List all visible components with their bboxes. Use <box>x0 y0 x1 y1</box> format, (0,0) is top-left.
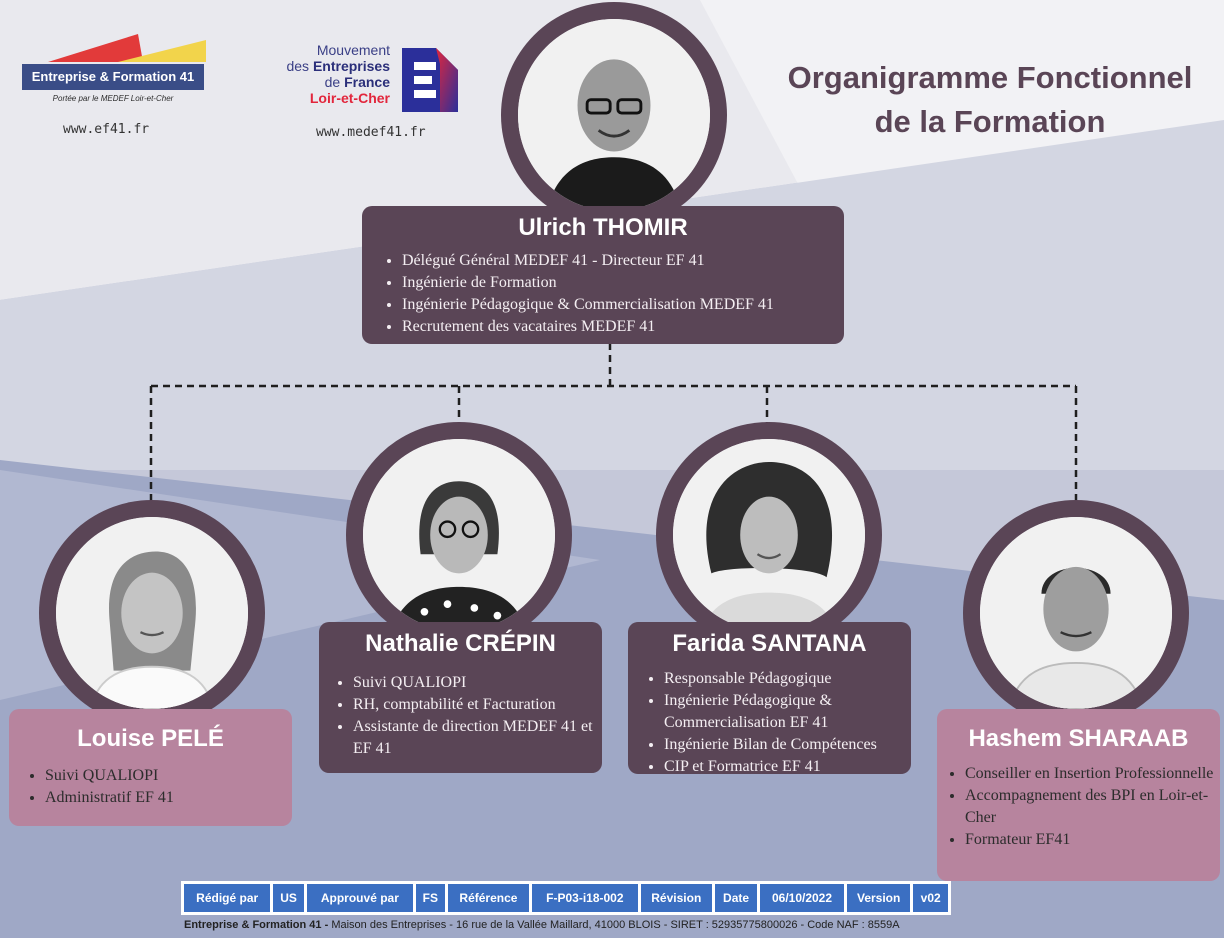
role-item: Ingénierie Pédagogique & Commercialisati… <box>664 690 911 734</box>
role-item: Formateur EF41 <box>965 829 1214 851</box>
footer-address: Entreprise & Formation 41 - Maison des E… <box>184 919 1044 931</box>
table-row: Rédigé par US Approuvé par FS Référence … <box>184 884 948 912</box>
table-cell: Révision <box>640 884 713 912</box>
role-item: Ingénierie Bilan de Compétences <box>664 734 911 756</box>
man-portrait-icon <box>980 517 1172 709</box>
medef-logo-line2-b: Entreprises <box>312 58 390 74</box>
woman-portrait-icon <box>673 439 865 631</box>
table-cell: v02 <box>913 884 948 912</box>
man-portrait-icon <box>518 19 710 211</box>
table-cell: Rédigé par <box>184 884 271 912</box>
card-ulrich-thomir: Ulrich THOMIR Délégué Général MEDEF 41 -… <box>362 206 844 344</box>
table-cell: FS <box>415 884 445 912</box>
role-item: Assistante de direction MEDEF 41 et EF 4… <box>353 716 602 760</box>
name-louise-pele: Louise PELÉ <box>77 725 224 752</box>
name-hashem-sharaab: Hashem SHARAAB <box>968 725 1189 752</box>
table-cell: 06/10/2022 <box>760 884 844 912</box>
role-item: Ingénierie de Formation <box>402 272 844 294</box>
medef-logo-text: Mouvement des Entreprises de France Loir… <box>286 42 390 106</box>
ef41-logo[interactable]: Entreprise & Formation 41 Portée par le … <box>18 32 208 112</box>
role-item: Délégué Général MEDEF 41 - Directeur EF … <box>402 250 844 272</box>
table-cell: Date <box>715 884 758 912</box>
medef-logo-line3-b: France <box>344 74 390 90</box>
ef41-logo-name: Entreprise & Formation 41 <box>22 64 204 90</box>
roles-nathalie-crepin: Suivi QUALIOPI RH, comptabilité et Factu… <box>319 672 602 760</box>
ef41-logo-stripes-icon <box>48 34 206 62</box>
woman-portrait-icon <box>56 517 248 709</box>
role-item: Recrutement des vacataires MEDEF 41 <box>402 316 844 338</box>
ef41-logo-tagline: Portée par le MEDEF Loir-et-Cher <box>52 94 174 103</box>
roles-hashem-sharaab: Conseiller en Insertion Professionnelle … <box>937 763 1220 851</box>
card-farida-santana: Farida SANTANA Responsable Pédagogique I… <box>628 622 911 775</box>
photo-ulrich-thomir <box>501 2 727 228</box>
card-louise-pele: Louise PELÉ Suivi QUALIOPI Administratif… <box>9 709 292 826</box>
table-cell: Référence <box>447 884 530 912</box>
role-item: Suivi QUALIOPI <box>45 765 292 787</box>
name-ulrich-thomir: Ulrich THOMIR <box>518 214 688 241</box>
role-item: RH, comptabilité et Facturation <box>353 694 602 716</box>
card-nathalie-crepin: Nathalie CRÉPIN Suivi QUALIOPI RH, compt… <box>319 622 602 773</box>
table-cell: Version <box>846 884 911 912</box>
role-item: CIP et Formatrice EF 41 <box>664 756 911 778</box>
role-item: Administratif EF 41 <box>45 787 292 809</box>
medef-logo-line2-a: des <box>286 58 313 74</box>
table-cell: F-P03-i18-002 <box>532 884 638 912</box>
page-title-line2: de la Formation <box>874 104 1106 139</box>
woman-portrait-icon <box>363 439 555 631</box>
medef-logo-line2: des Entreprises <box>286 58 390 74</box>
photo-farida-santana <box>656 422 882 648</box>
photo-hashem-sharaab <box>963 500 1189 726</box>
medef-logo-line1: Mouvement <box>316 42 390 58</box>
table-cell: US <box>273 884 304 912</box>
footer-org: Entreprise & Formation 41 - <box>184 919 332 931</box>
role-item: Conseiller en Insertion Professionnelle <box>965 763 1214 785</box>
page-title-line1: Organigramme Fonctionnel <box>787 60 1193 95</box>
roles-louise-pele: Suivi QUALIOPI Administratif EF 41 <box>9 765 292 809</box>
name-nathalie-crepin: Nathalie CRÉPIN <box>365 630 556 657</box>
photo-louise-pele <box>39 500 265 726</box>
photo-nathalie-crepin <box>346 422 572 648</box>
name-farida-santana: Farida SANTANA <box>672 630 867 657</box>
role-item: Ingénierie Pédagogique & Commercialisati… <box>402 294 844 316</box>
roles-ulrich-thomir: Délégué Général MEDEF 41 - Directeur EF … <box>362 250 844 338</box>
role-item: Suivi QUALIOPI <box>353 672 602 694</box>
table-cell: Approuvé par <box>306 884 413 912</box>
medef-logo-line3-a: de <box>324 74 345 90</box>
medef-e-mark-icon <box>402 48 458 112</box>
medef-website-link[interactable]: www.medef41.fr <box>316 125 426 140</box>
footer-address-text: Maison des Entreprises - 16 rue de la Va… <box>331 919 900 931</box>
role-item: Accompagnement des BPI en Loir-et-Cher <box>965 785 1214 829</box>
card-hashem-sharaab: Hashem SHARAAB Conseiller en Insertion P… <box>937 709 1220 881</box>
page-title: Organigramme Fonctionnel de la Formation <box>740 56 1224 144</box>
medef-logo[interactable]: Mouvement des Entreprises de France Loir… <box>262 42 462 118</box>
ef41-website-link[interactable]: www.ef41.fr <box>63 122 150 137</box>
document-info-table: Rédigé par US Approuvé par FS Référence … <box>181 881 951 915</box>
medef-logo-line3: de France <box>286 74 390 90</box>
medef-logo-line4: Loir-et-Cher <box>309 90 390 106</box>
roles-farida-santana: Responsable Pédagogique Ingénierie Pédag… <box>628 668 911 778</box>
role-item: Responsable Pédagogique <box>664 668 911 690</box>
